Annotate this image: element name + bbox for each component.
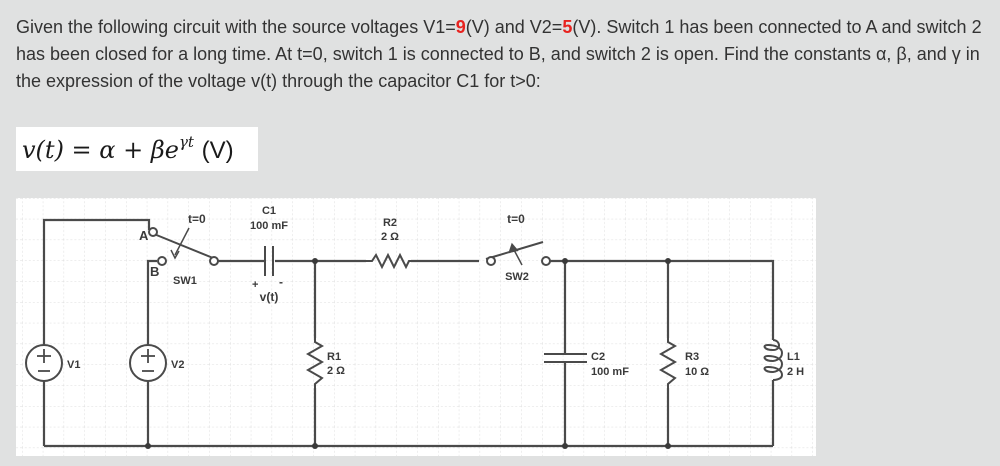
sw1-switch-icon [148,227,219,266]
formula-unit: (V) [201,137,234,164]
r3-value: 10 Ω [685,366,709,378]
formula-box: v(t) = α + βeγt (V) [16,127,258,171]
v1-label: V1 [67,359,80,371]
wire-sw2-to-l1 [542,259,775,340]
sw1-label: SW1 [173,275,197,287]
r3-label: R3 [685,351,699,363]
circuit-svg: V1 V2 A B t=0 SW1 C1 100 mF + - [16,198,816,456]
c2-value: 100 mF [591,366,629,378]
circuit-diagram: V1 V2 A B t=0 SW1 C1 100 mF + - [16,198,816,456]
c1-minus: - [279,275,283,289]
r2-label: R2 [383,217,397,229]
wires [42,218,775,448]
sw2-time-label: t=0 [507,212,525,226]
sw2-switch-icon [485,241,551,266]
v2-value: 5 [562,17,573,37]
question-part2: (V) and V2= [465,17,563,37]
c1-capacitor-icon [264,246,274,276]
c1-label: C1 [262,205,276,217]
v1-source-icon [25,344,63,382]
c2-capacitor-icon [544,353,587,363]
formula-lhs: v(t) = α + βe [22,136,179,164]
wire-v2-to-b [146,259,157,345]
sw1-terminal-b: B [150,264,159,279]
r2-resistor-icon [366,252,411,270]
v1-value: 9 [455,17,466,37]
question-part3: (V). Switch 1 has been connected to A an… [16,17,982,91]
l1-label: L1 [787,351,800,363]
junctions [145,258,671,449]
question-text: Given the following circuit with the sou… [16,14,991,95]
c1-voltage-label: v(t) [260,290,279,304]
r1-value: 2 Ω [327,365,345,377]
sw2-label: SW2 [505,271,529,283]
r3-resistor-icon [658,338,678,388]
sw1-terminal-a: A [139,228,149,243]
v2-source-icon [129,344,167,382]
v2-label: V2 [171,359,184,371]
c1-plus: + [252,279,258,291]
c2-label: C2 [591,351,605,363]
r1-resistor-icon [305,338,325,388]
question-part1: Given the following circuit with the sou… [16,17,456,37]
grid-background [16,198,816,456]
r2-value: 2 Ω [381,231,399,243]
c1-value: 100 mF [250,220,288,232]
sw1-time-label: t=0 [188,212,206,226]
l1-value: 2 H [787,366,804,378]
wire-v1-to-a [42,218,151,345]
r1-label: R1 [327,351,341,363]
formula: v(t) = α + βeγt (V) [22,133,234,165]
l1-inductor-icon [763,339,784,381]
formula-exponent: γt [178,133,194,151]
